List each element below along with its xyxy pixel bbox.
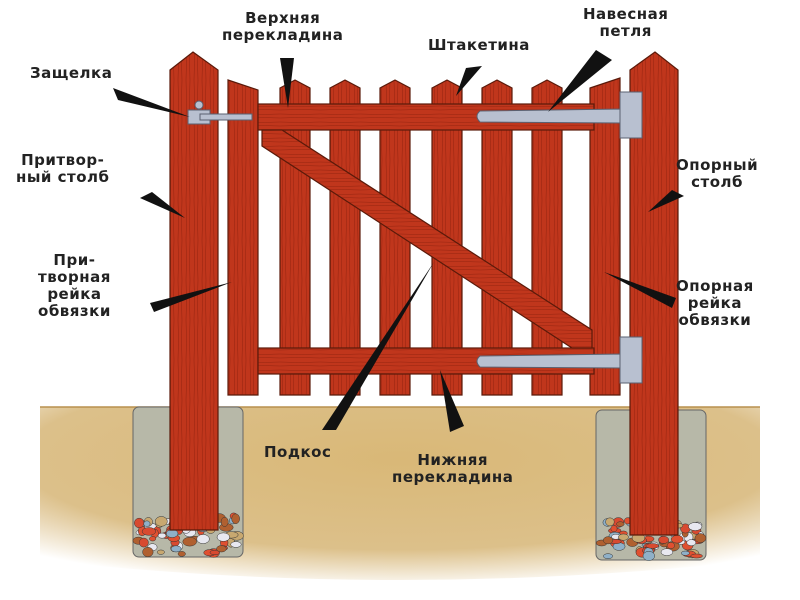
leader-bottom-rail bbox=[440, 370, 464, 432]
label-latch-post: Притвор- ный столб bbox=[16, 151, 110, 186]
gravel-stone bbox=[670, 535, 684, 544]
gravel-stone bbox=[642, 551, 655, 561]
gravel-stone bbox=[220, 516, 229, 527]
latch-post bbox=[169, 51, 219, 531]
gravel-stone bbox=[154, 516, 168, 527]
gravel-stone bbox=[134, 517, 145, 529]
gravel-stone bbox=[196, 534, 210, 544]
gravel-stone bbox=[170, 545, 182, 553]
gravel-stone bbox=[690, 553, 703, 559]
leader-latch bbox=[113, 88, 190, 117]
hinge-stile bbox=[589, 77, 621, 396]
gravel-stone bbox=[616, 521, 625, 527]
latch-stile bbox=[227, 79, 259, 396]
gravel-stone bbox=[157, 532, 167, 539]
gravel-stone bbox=[230, 541, 242, 548]
label-hinge-post: Опорный столб bbox=[676, 156, 759, 191]
gravel-stone bbox=[177, 551, 186, 557]
leader-latch-stile bbox=[150, 282, 232, 312]
gravel-stone bbox=[141, 527, 156, 536]
leader-hinge bbox=[548, 50, 612, 112]
gravel-stone bbox=[660, 548, 674, 556]
picket bbox=[329, 79, 361, 396]
leader-hinge-stile bbox=[604, 272, 676, 308]
leader-latch-post bbox=[140, 192, 185, 218]
latch bbox=[187, 100, 253, 125]
brace bbox=[261, 129, 593, 349]
label-hinge: Навесная петля bbox=[583, 5, 669, 40]
gravel-stone bbox=[688, 522, 703, 531]
label-bottom-rail: Нижняя перекладина bbox=[392, 451, 514, 486]
leader-lines bbox=[113, 50, 684, 432]
gravel-stone bbox=[680, 550, 690, 556]
top-hinge bbox=[476, 91, 643, 139]
leader-hinge-post bbox=[648, 190, 684, 212]
gravel-stone bbox=[610, 525, 618, 533]
gravel-stone bbox=[602, 536, 614, 545]
label-brace: Подкос bbox=[264, 443, 332, 461]
gravel-stone bbox=[138, 537, 149, 548]
label-latch-stile: При- творная рейка обвязки bbox=[38, 251, 111, 320]
leader-top-rail bbox=[280, 58, 294, 108]
gravel-stone bbox=[603, 553, 613, 559]
gravel-stone bbox=[686, 539, 697, 546]
gravel-stone bbox=[658, 535, 669, 544]
picket bbox=[481, 79, 513, 396]
gravel-stone bbox=[666, 542, 676, 549]
gravel-stone bbox=[694, 533, 707, 543]
bottom-hinge bbox=[476, 336, 643, 384]
pickets bbox=[279, 79, 563, 396]
leader-picket bbox=[456, 66, 482, 96]
left-gravel bbox=[132, 511, 244, 558]
gravel-stone bbox=[216, 532, 230, 542]
label-latch: Защелка bbox=[30, 64, 113, 82]
gravel-stone bbox=[216, 545, 227, 553]
gravel-stone bbox=[149, 536, 157, 542]
gravel-stone bbox=[142, 547, 154, 558]
gravel-stone bbox=[605, 517, 615, 527]
leader-brace bbox=[322, 262, 434, 430]
label-top-rail: Верхняя перекладина bbox=[222, 9, 344, 44]
gravel-stone bbox=[156, 549, 165, 555]
gravel-stone bbox=[618, 533, 629, 541]
gravel-stone bbox=[182, 536, 197, 547]
gravel-stone bbox=[231, 513, 240, 524]
gravel-stone bbox=[143, 520, 151, 527]
gravel-stone bbox=[166, 529, 179, 538]
label-picket: Штакетина bbox=[428, 36, 530, 54]
gravel-stone bbox=[209, 549, 220, 556]
label-hinge-stile: Опорная рейка обвязки bbox=[676, 277, 754, 329]
gravel-stone bbox=[645, 543, 660, 549]
